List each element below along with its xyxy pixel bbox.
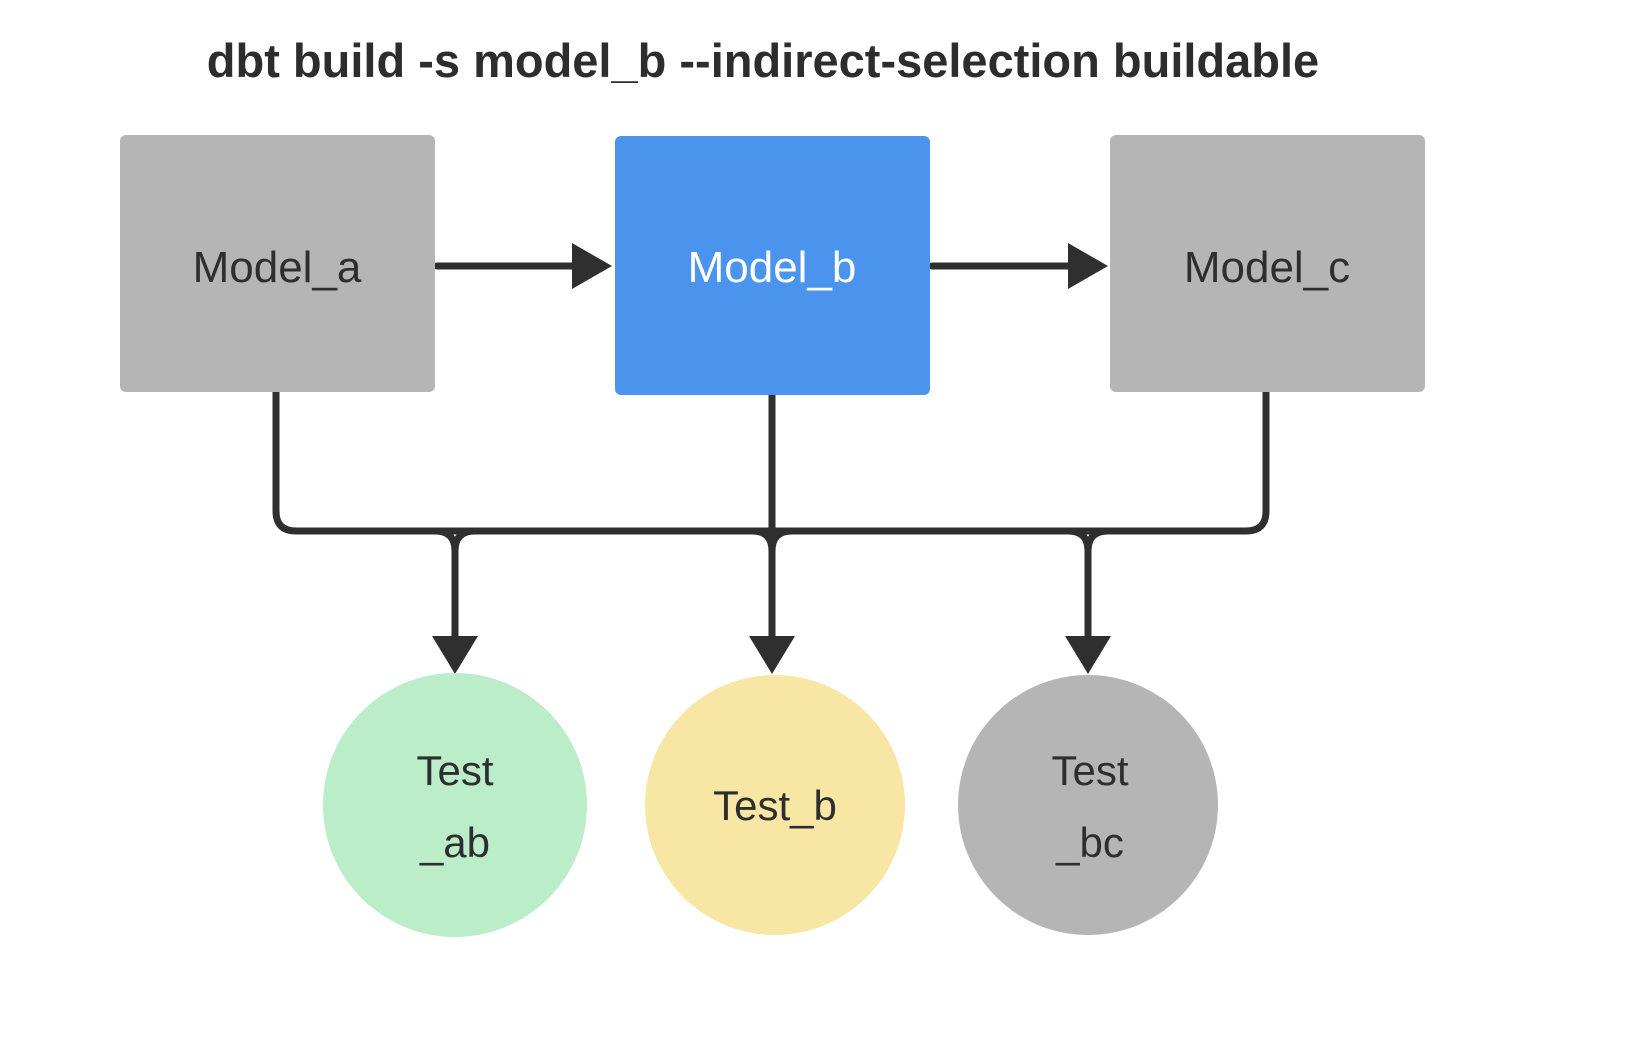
arrowhead-into-model-c — [1068, 243, 1108, 289]
test-b-node — [645, 675, 905, 935]
model-b-label: Model_b — [688, 243, 857, 292]
arrowheads — [432, 243, 1111, 674]
arrowhead-into-test-bc — [1065, 636, 1111, 674]
test-ab-label-line1: Test — [416, 747, 493, 794]
model-b-node — [615, 136, 930, 395]
diagram-title: dbt build -s model_b --indirect-selectio… — [207, 34, 1319, 87]
test-b-label: Test_b — [713, 782, 837, 829]
model-c-node — [1110, 135, 1425, 392]
test-ab-node — [323, 673, 587, 937]
model-c-label: Model_c — [1184, 243, 1350, 292]
test-bc-node — [958, 675, 1218, 935]
model-a-node — [120, 135, 435, 392]
edge-lines — [272, 262, 1270, 644]
arrowhead-into-test-ab — [432, 636, 478, 674]
test-nodes: Test _ab Test_b Test _bc — [323, 673, 1218, 937]
arrowhead-into-test-b — [749, 636, 795, 674]
model-nodes: Model_a Model_b Model_c — [120, 135, 1425, 395]
test-bc-label-line1: Test — [1051, 747, 1128, 794]
arrowhead-into-model-b — [572, 243, 612, 289]
model-a-label: Model_a — [193, 243, 362, 292]
test-ab-label-line2: _ab — [419, 819, 490, 866]
test-bc-label-line2: _bc — [1055, 819, 1124, 866]
